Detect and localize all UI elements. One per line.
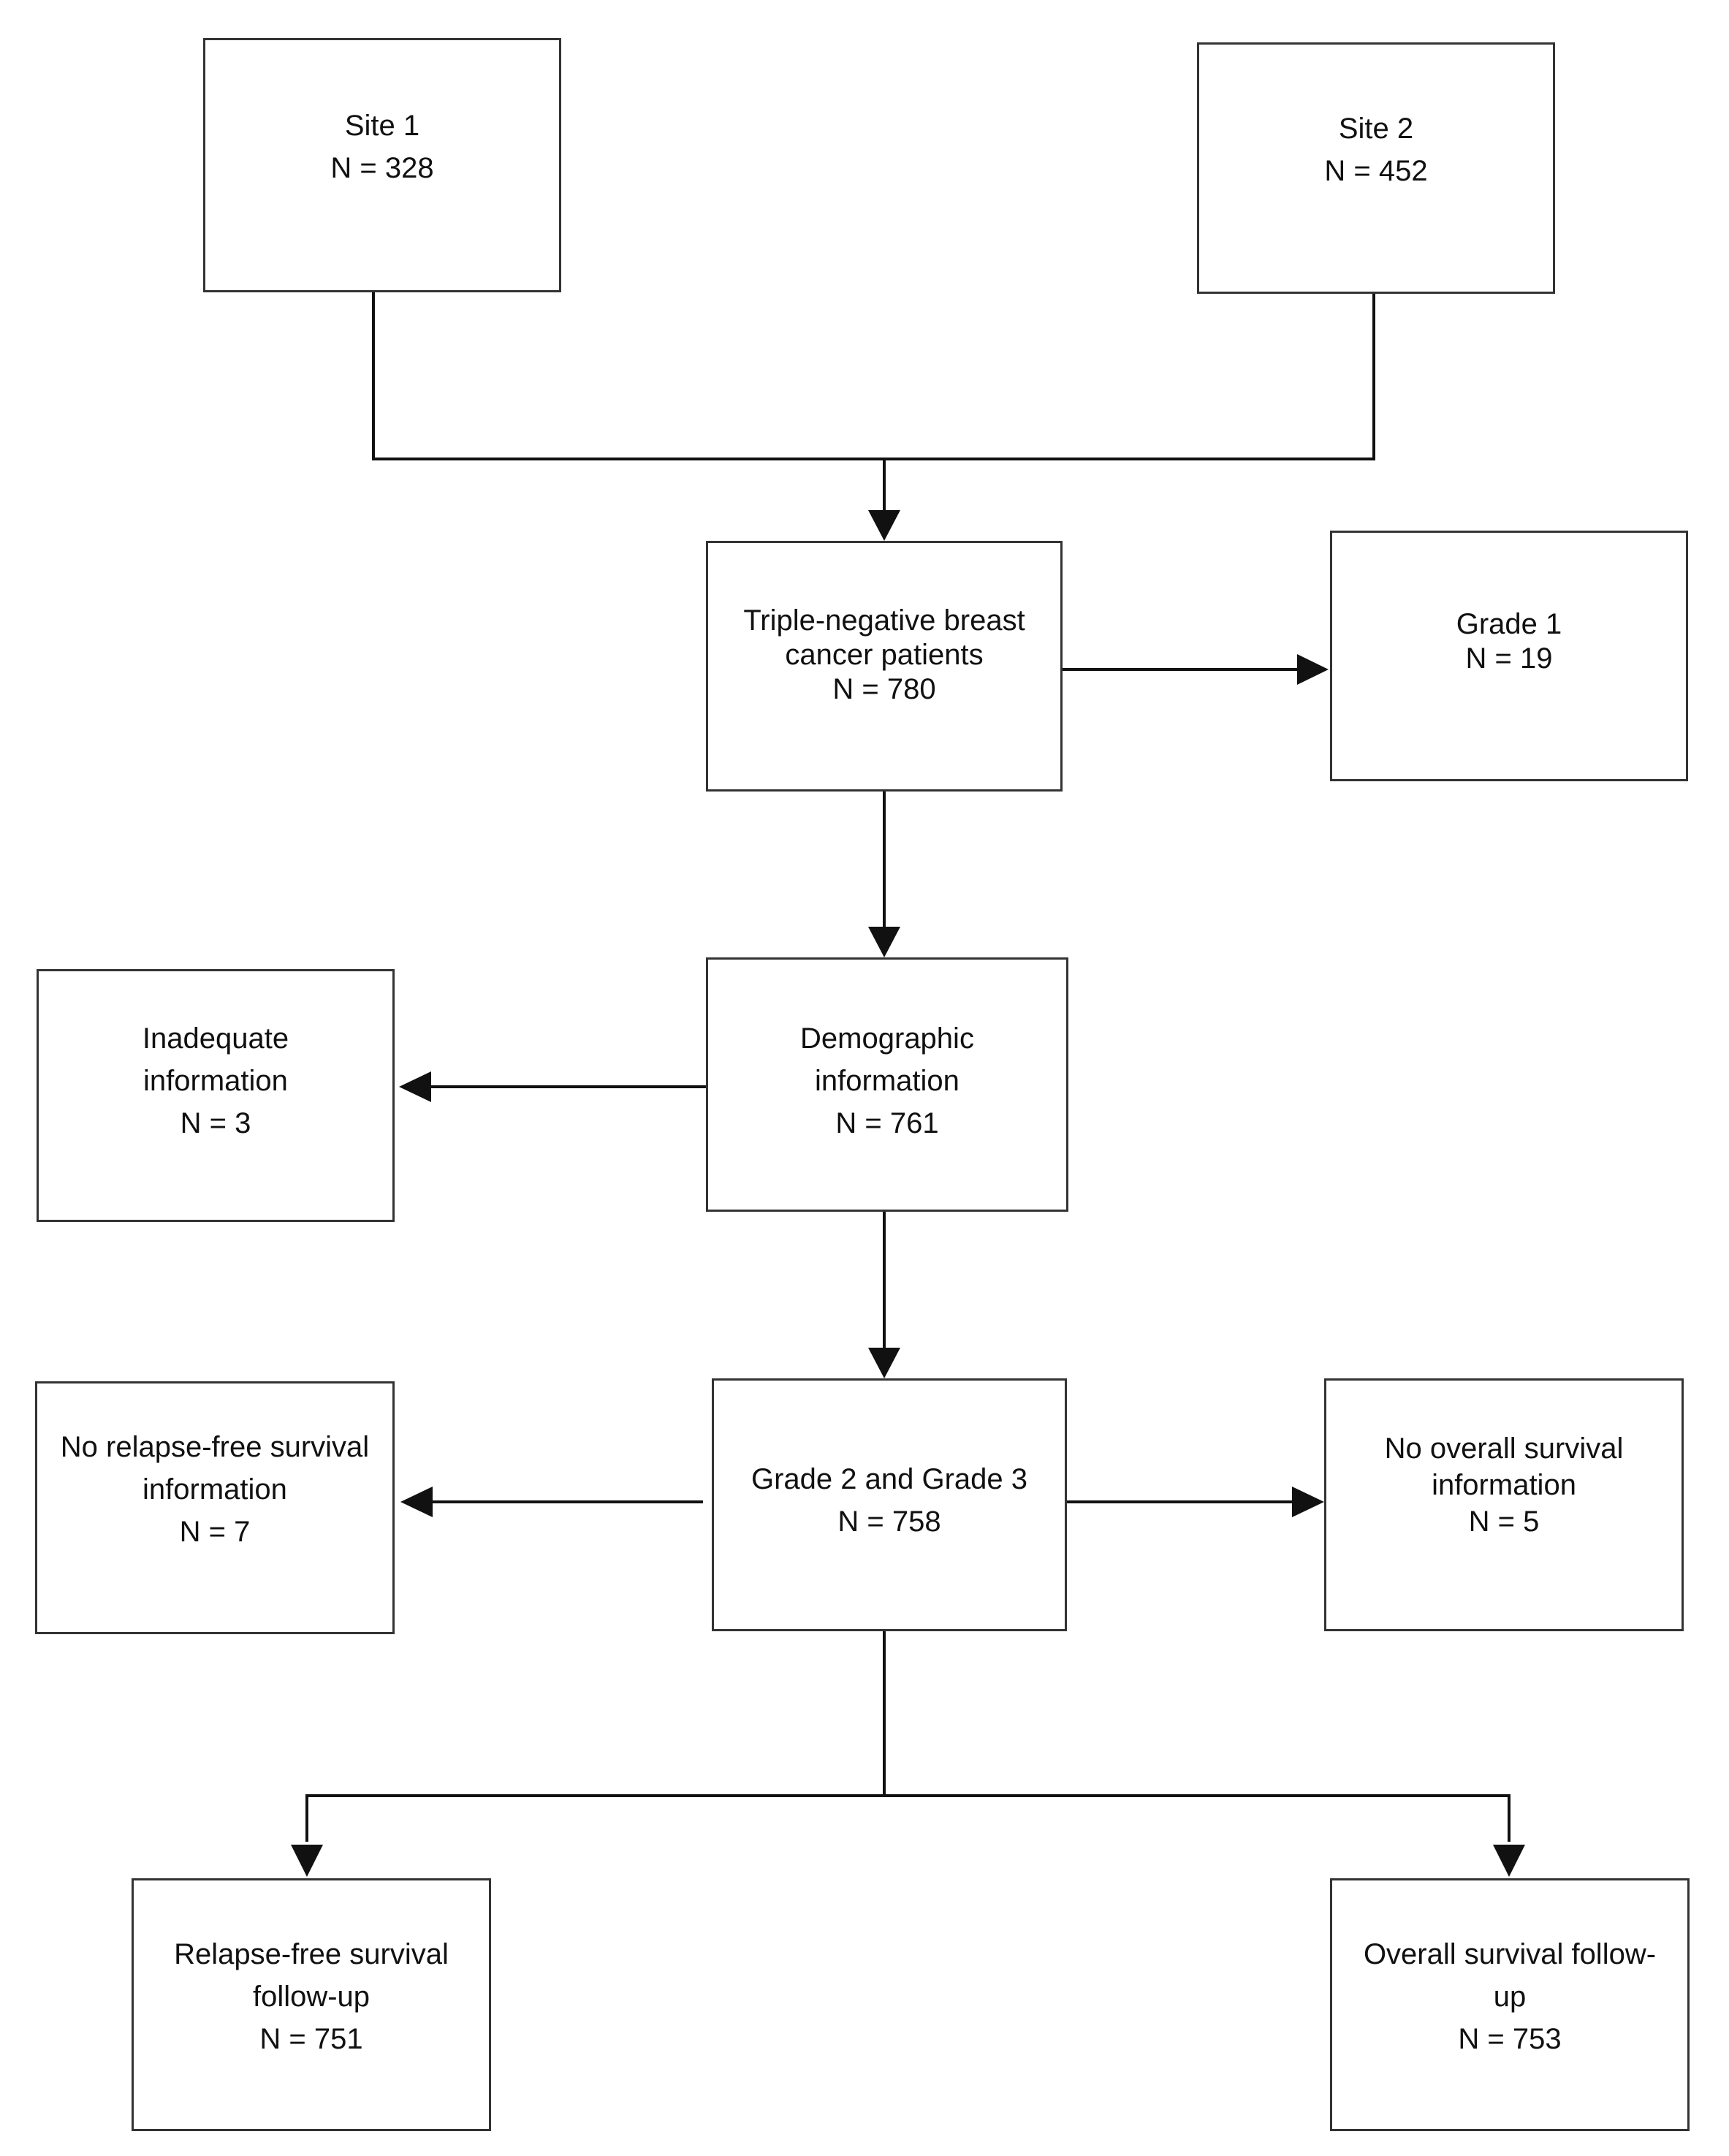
- node-grade1-line-1: Grade 1: [1456, 607, 1562, 640]
- node-no-os-line-3: N = 5: [1468, 1505, 1540, 1538]
- node-inadequate: Inadequate information N = 3: [37, 969, 395, 1222]
- node-site1: Site 1 N = 328: [203, 38, 561, 292]
- node-grade1: Grade 1 N = 19: [1330, 531, 1688, 781]
- node-inadequate-line-2: information: [143, 1065, 288, 1097]
- node-site1-line-2: N = 328: [330, 152, 434, 184]
- node-no-rfs-line-3: N = 7: [179, 1516, 251, 1548]
- node-os-followup-line-1: Overall survival follow-: [1363, 1938, 1657, 1970]
- node-rfs-followup-line-2: follow-up: [252, 1981, 370, 2013]
- node-site2: Site 2 N = 452: [1197, 42, 1555, 294]
- node-site2-line-2: N = 452: [1324, 155, 1428, 187]
- node-rfs-followup-line-1: Relapse-free survival: [174, 1938, 449, 1970]
- connector-branch-to-rfs-followup: [305, 1794, 884, 1842]
- node-no-os: No overall survival information N = 5: [1324, 1378, 1684, 1631]
- node-site1-line-1: Site 1: [344, 110, 420, 142]
- node-tnbc: Triple-negative breast cancer patients N…: [706, 541, 1063, 792]
- arrowhead-to-no-os: [1292, 1487, 1324, 1517]
- node-demographic-line-1: Demographic: [800, 1022, 974, 1055]
- arrowhead-to-demographic: [868, 927, 900, 957]
- node-grade23-line-1: Grade 2 and Grade 3: [750, 1463, 1028, 1495]
- arrowhead-to-rfs-followup: [291, 1845, 323, 1877]
- node-rfs-followup: Relapse-free survival follow-up N = 751: [132, 1878, 491, 2131]
- arrowhead-to-grade23: [868, 1348, 900, 1378]
- node-no-os-line-2: information: [1432, 1468, 1576, 1501]
- node-rfs-followup-line-3: N = 751: [259, 2023, 363, 2055]
- node-demographic-line-2: information: [815, 1065, 960, 1097]
- node-tnbc-line-3: N = 780: [832, 673, 936, 705]
- arrowhead-to-inadequate: [399, 1071, 431, 1102]
- node-tnbc-line-2: cancer patients: [785, 639, 984, 671]
- node-inadequate-line-3: N = 3: [180, 1107, 251, 1139]
- node-no-os-line-1: No overall survival: [1384, 1432, 1624, 1465]
- connector-site1-to-merge: [372, 292, 884, 460]
- arrowhead-to-os-followup: [1493, 1845, 1525, 1877]
- arrowhead-to-no-rfs: [400, 1487, 433, 1517]
- connector-branch-to-os-followup: [884, 1794, 1510, 1842]
- node-site2-line-1: Site 2: [1338, 113, 1414, 145]
- node-inadequate-line-1: Inadequate: [142, 1022, 289, 1055]
- arrowhead-to-tnbc: [868, 510, 900, 541]
- node-os-followup: Overall survival follow- up N = 753: [1330, 1878, 1690, 2131]
- node-grade23-line-2: N = 758: [837, 1506, 941, 1538]
- node-no-rfs: No relapse-free survival information N =…: [35, 1381, 395, 1634]
- node-no-rfs-line-2: information: [142, 1473, 287, 1506]
- node-demographic-line-3: N = 761: [835, 1107, 939, 1139]
- node-os-followup-line-2: up: [1493, 1981, 1527, 2013]
- node-no-rfs-line-1: No relapse-free survival: [60, 1431, 370, 1463]
- node-os-followup-line-3: N = 753: [1458, 2023, 1562, 2055]
- node-demographic: Demographic information N = 761: [706, 957, 1068, 1212]
- arrowhead-to-grade1: [1297, 654, 1329, 685]
- node-grade23: Grade 2 and Grade 3 N = 758: [712, 1378, 1067, 1631]
- node-grade1-line-2: N = 19: [1465, 642, 1553, 675]
- connector-site2-to-merge: [884, 294, 1375, 460]
- node-tnbc-line-1: Triple-negative breast: [743, 604, 1025, 637]
